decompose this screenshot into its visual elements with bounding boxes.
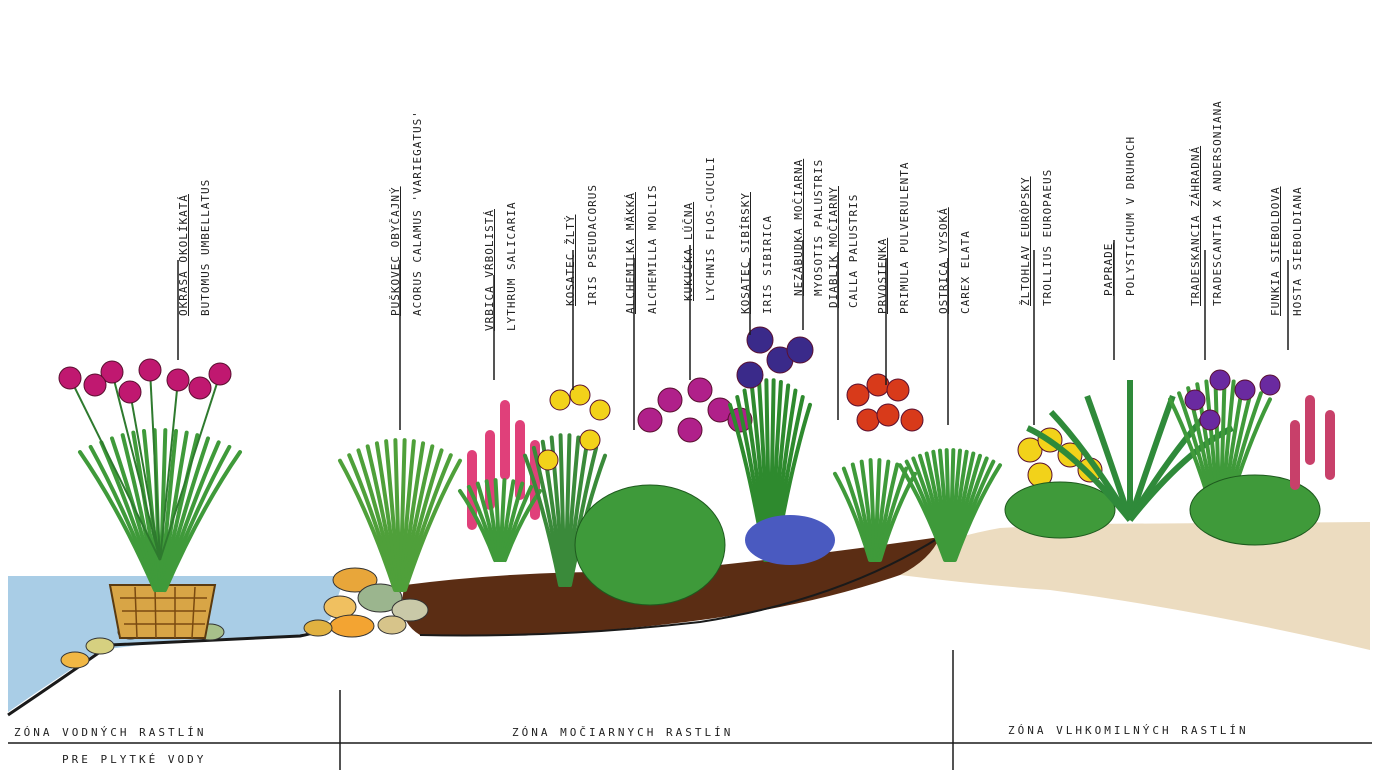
zone-marsh-label: Zóna močiarnych rastlín xyxy=(512,726,733,739)
plant-common-name: Nezábudka močiarna xyxy=(793,159,805,296)
zone-water-sublabel: pre plytké vody xyxy=(62,753,206,766)
flower-umbel xyxy=(209,363,231,385)
plant-common-name: Diablik močiarny xyxy=(828,186,840,308)
flower-umbel xyxy=(119,381,141,403)
plant-latin-name: Iris sibirica xyxy=(762,215,774,314)
plant-common-name: Ostrica vysoká xyxy=(938,207,950,314)
plant-common-name: Kukučka lúčna xyxy=(683,202,695,301)
plant-latin-name: Lychnis flos-cuculi xyxy=(705,156,717,301)
hosta-foliage xyxy=(1190,475,1320,545)
zone-moist-label: Zóna vlhkomilných rastlín xyxy=(1008,724,1249,737)
spiderwort-flower xyxy=(1210,370,1230,390)
lady-mantle-foliage xyxy=(575,485,725,605)
plant-common-name: Alchemilka mäkká xyxy=(625,192,637,314)
primula-flower xyxy=(857,409,879,431)
spiderwort-flower xyxy=(1260,375,1280,395)
siberian-iris-flower xyxy=(737,362,763,388)
flower-umbel xyxy=(139,359,161,381)
hosta-flower-spike xyxy=(1305,395,1315,465)
flower-umbel xyxy=(189,377,211,399)
loosestrife-spike xyxy=(500,400,510,480)
flower-umbel xyxy=(59,367,81,389)
forget-me-not-cluster xyxy=(745,515,835,565)
siberian-iris-flower xyxy=(747,327,773,353)
primula-flower xyxy=(877,404,899,426)
plant-latin-name: Acorus calamus 'Variegatus' xyxy=(412,110,424,316)
plant-common-name: Kosatec žltý xyxy=(565,215,577,306)
moist-soil xyxy=(900,522,1370,650)
plant-latin-name: Iris pseudacorus xyxy=(587,184,599,306)
fern-frond xyxy=(1130,396,1173,520)
ragged-robin-flower xyxy=(638,408,662,432)
plant-common-name: Puškovec obyčajný xyxy=(390,186,402,316)
plant-common-name: Vrbica vŕbolistá xyxy=(484,209,496,331)
spiderwort-flower xyxy=(1200,410,1220,430)
ragged-robin-flower xyxy=(678,418,702,442)
spiderwort-flower xyxy=(1235,380,1255,400)
flower-umbel xyxy=(84,374,106,396)
iris-flower xyxy=(550,390,570,410)
globeflower-foliage xyxy=(1005,482,1115,538)
plant-common-name: Funkia Sieboldova xyxy=(1270,186,1282,316)
plant-latin-name: Myosotis palustris xyxy=(813,159,825,296)
hosta-flower-spike xyxy=(1290,420,1300,490)
leader-lines xyxy=(178,240,1288,430)
zone-separators xyxy=(8,650,1372,770)
plant-common-name: Paprade xyxy=(1103,243,1115,296)
plant-latin-name: Alchemilla mollis xyxy=(647,184,659,314)
ragged-robin-flower xyxy=(688,378,712,402)
zone-water-label: Zóna vodných rastlín xyxy=(14,726,206,739)
primula-flower xyxy=(887,379,909,401)
plant-common-name: Kosatec sibírsky xyxy=(740,192,752,314)
iris-flower xyxy=(580,430,600,450)
primula-flower xyxy=(901,409,923,431)
plant-latin-name: Polystichum v druhoch xyxy=(1125,136,1137,296)
plant-common-name: Tradeskancia záhradná xyxy=(1190,146,1202,306)
plant-latin-name: Tradescantia x andersoniana xyxy=(1212,100,1224,306)
iris-flower xyxy=(590,400,610,420)
plant-latin-name: Trollius europaeus xyxy=(1042,169,1054,306)
plant-latin-name: Calla palustris xyxy=(848,194,860,308)
plant-latin-name: Hosta sieboldiana xyxy=(1292,186,1304,316)
iris-flower xyxy=(538,450,558,470)
siberian-iris-flower xyxy=(787,337,813,363)
hosta-flower-spike xyxy=(1325,410,1335,480)
plant-latin-name: Carex elata xyxy=(960,230,972,314)
ragged-robin-flower xyxy=(658,388,682,412)
plant-common-name: Žltohlav európsky xyxy=(1020,176,1032,306)
plant-latin-name: Primula pulverulenta xyxy=(899,162,911,314)
flower-umbel xyxy=(167,369,189,391)
plant-latin-name: Lythrum salicaria xyxy=(506,201,518,331)
plant-common-name: Okrasa okolíkatá xyxy=(178,194,190,316)
primula-flower xyxy=(847,384,869,406)
plant-latin-name: Butomus umbellatus xyxy=(200,179,212,316)
plant-common-name: Prvosienka xyxy=(877,238,889,314)
planting-basket xyxy=(110,585,215,638)
spiderwort-flower xyxy=(1185,390,1205,410)
